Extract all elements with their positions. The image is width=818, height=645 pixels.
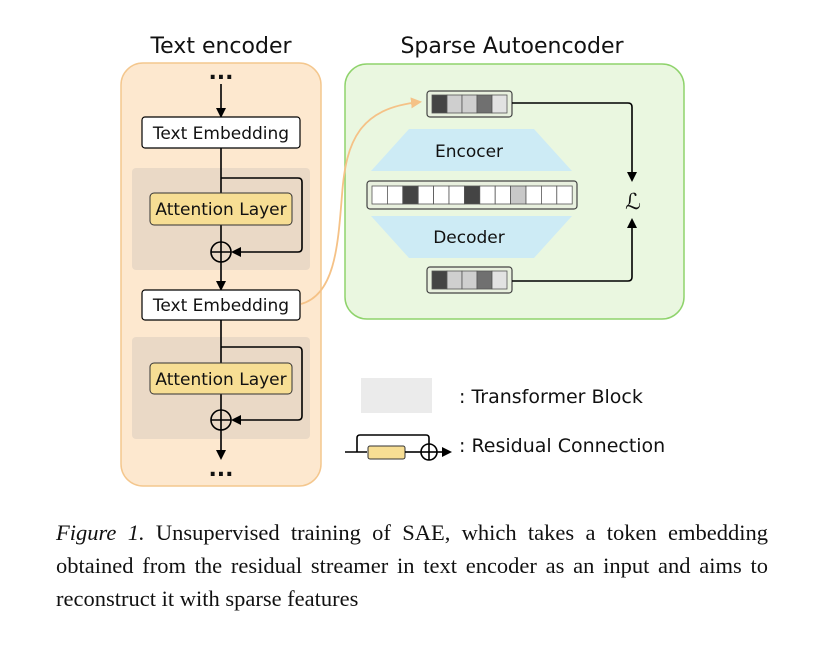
input-vector-cell [476, 94, 493, 114]
output-vector-cell [461, 270, 478, 290]
sae-diagram: Text encoder ... Text Embedding Text Emb… [120, 34, 685, 487]
sparse-vector-cell [494, 185, 512, 205]
residual-add-icon-1 [210, 241, 232, 263]
residual-connection-2 [221, 346, 303, 425]
legend-transformer-block-swatch [361, 378, 432, 413]
input-vector [431, 94, 508, 114]
sparse-vector-cell [479, 185, 496, 205]
encoder-label: Encocer [435, 142, 503, 162]
sparse-vector-cell [402, 185, 419, 205]
sae-title: Sparse Autoencoder [400, 34, 624, 59]
decoder-trapezoid [371, 216, 572, 258]
attention-layer-box-2 [149, 362, 293, 395]
residual-connection-1 [221, 177, 303, 257]
reconstructed-vector [431, 270, 508, 290]
sparse-vector-cell [525, 185, 542, 205]
sparse-vector-cell [463, 185, 481, 205]
attention-layer-box-1 [149, 192, 293, 226]
encoder-trapezoid [371, 129, 572, 171]
sparse-vector-cell [448, 185, 465, 205]
sparse-vector-cell [541, 185, 558, 205]
text-embedding-box-2 [141, 289, 301, 321]
output-vector-cell [491, 270, 508, 290]
input-vector-cell [431, 94, 448, 114]
output-vector-cell [431, 270, 448, 290]
sparse-vector-cell [510, 185, 527, 205]
attention-layer-label-1: Attention Layer [155, 200, 286, 220]
legend-residual-connection-label: : Residual Connection [459, 435, 665, 457]
output-vector-cell [476, 270, 493, 290]
text-embedding-label-1: Text Embedding [152, 124, 289, 144]
loss-arrow-output [512, 218, 637, 282]
residual-add-icon-2 [210, 409, 232, 431]
caption-label: Figure 1. [56, 520, 145, 545]
text-embedding-label-2: Text Embedding [152, 296, 289, 316]
top-ellipsis: ... [208, 60, 233, 85]
decoder-label: Decoder [433, 228, 505, 248]
sparse-vector-cell [386, 185, 404, 205]
legend-transformer-block-label: : Transformer Block [459, 386, 643, 408]
output-vector-cell [446, 270, 463, 290]
input-vector-cell [491, 94, 508, 114]
attention-layer-label-2: Attention Layer [155, 370, 286, 390]
input-vector-cell [461, 94, 478, 114]
legend-residual-connection-icon [345, 434, 452, 461]
loss-arrow-input [512, 102, 637, 182]
sparse-vector-cell [433, 185, 450, 205]
figure-caption: Figure 1. Unsupervised training of SAE, … [56, 516, 768, 615]
sparse-feature-vector [371, 185, 573, 205]
sparse-vector-cell [556, 185, 573, 205]
caption-text: Unsupervised training of SAE, which take… [56, 520, 768, 611]
sparse-vector-cell [417, 185, 435, 205]
embedding-to-sae-arrow [300, 97, 422, 305]
bottom-ellipsis: ... [208, 457, 233, 482]
loss-symbol: ℒ [625, 190, 641, 215]
input-vector-cell [446, 94, 463, 114]
sparse-vector-cell [371, 185, 388, 205]
text-embedding-box-1 [141, 116, 301, 149]
text-encoder-title: Text encoder [149, 34, 292, 59]
